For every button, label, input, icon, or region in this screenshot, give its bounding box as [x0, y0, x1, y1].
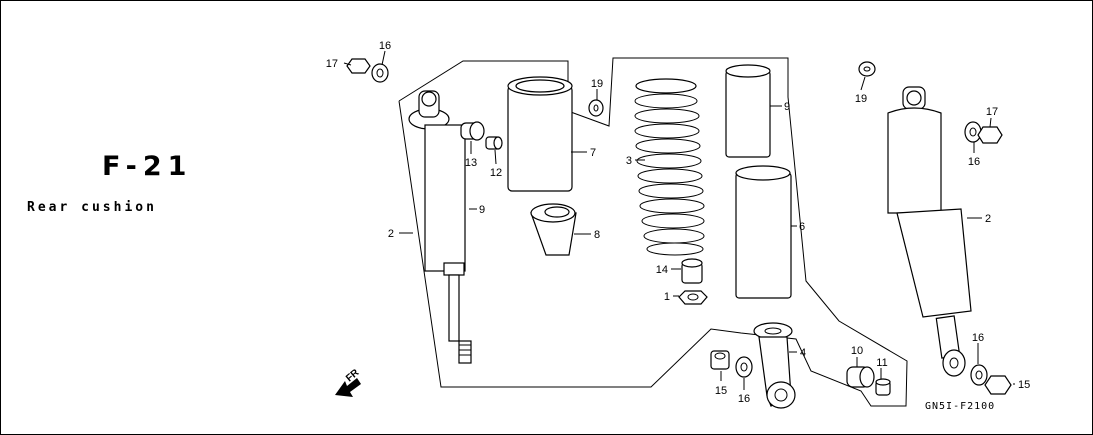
washer-16-bottom — [735, 356, 753, 378]
nut-17-right — [977, 126, 1003, 144]
callout-2: 2 — [388, 228, 394, 240]
page-code: F-21 — [102, 151, 193, 182]
callout-5: 9 — [479, 204, 485, 216]
drawing-code: GN5I-F2100 — [925, 401, 996, 412]
callout-7: 7 — [590, 147, 596, 159]
washer-16-right-bottom — [970, 364, 988, 386]
callout-6: 6 — [799, 221, 805, 233]
callout-3: 3 — [626, 155, 632, 167]
callout-16-right-bottom: 16 — [972, 332, 984, 344]
washer-19-center — [588, 99, 604, 117]
callout-14: 14 — [656, 264, 668, 276]
callout-4: 4 — [800, 347, 806, 359]
callout-19-right: 19 — [855, 93, 867, 105]
washer-16-right-top — [964, 121, 982, 143]
callout-15: 15 — [715, 385, 727, 397]
callout-15-right: 15 — [1018, 379, 1030, 391]
callout-16-right: 16 — [968, 156, 980, 168]
collar-11 — [875, 378, 891, 396]
bolt-15-left — [710, 350, 730, 370]
callout-12: 12 — [490, 167, 502, 179]
bolt-15-right — [984, 375, 1012, 395]
spring-seat-8 — [530, 203, 577, 256]
washer-16-left — [371, 63, 389, 83]
left-shock-absorber — [408, 90, 472, 364]
callout-13: 13 — [465, 157, 477, 169]
nut-1 — [678, 290, 708, 305]
leader-lines — [343, 50, 1015, 390]
callout-16: 16 — [379, 40, 391, 52]
lower-joint-4 — [753, 322, 796, 409]
callout-11: 11 — [876, 357, 887, 369]
callout-10: 10 — [851, 345, 863, 357]
collar-14 — [681, 258, 703, 284]
coil-spring-3 — [634, 78, 705, 256]
bushing-13 — [460, 121, 485, 141]
spring-cover-7 — [507, 76, 573, 192]
callout-19: 19 — [591, 78, 603, 90]
page-title: Rear cushion — [27, 200, 157, 215]
callout-9: 9 — [784, 101, 790, 113]
callout-16-bottom: 16 — [738, 393, 750, 405]
callout-17-right: 17 — [986, 106, 998, 118]
dust-tube-9 — [725, 64, 771, 158]
right-shock-absorber — [887, 86, 972, 377]
front-direction-arrow — [335, 378, 361, 397]
bushing-10 — [846, 366, 875, 388]
nut-17-left — [346, 58, 371, 74]
callout-labels: 17 16 2 9 13 12 7 8 19 3 14 1 9 6 4 15 1… — [326, 40, 1031, 405]
callout-17: 17 — [326, 58, 338, 70]
callout-2-right: 2 — [985, 213, 991, 225]
dust-tube-6 — [735, 165, 792, 299]
callout-8: 8 — [594, 229, 600, 241]
callout-1: 1 — [664, 291, 670, 303]
collar-12 — [485, 136, 503, 150]
assembly-outline — [398, 57, 908, 407]
washer-19-right — [858, 61, 876, 77]
